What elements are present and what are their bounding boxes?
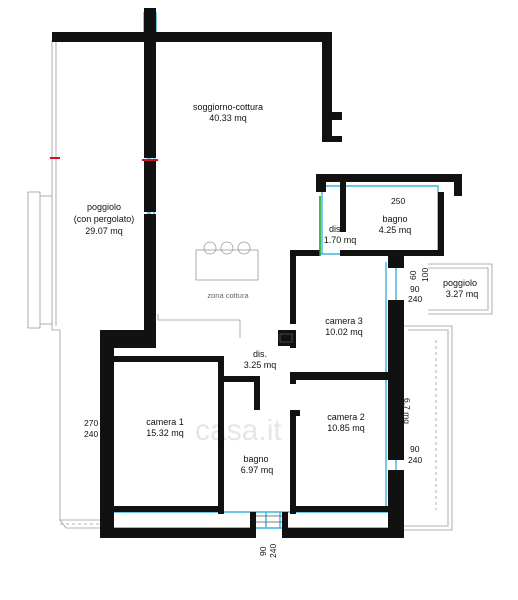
dim-60: 60 <box>408 270 418 280</box>
dim-100: 100 <box>420 268 430 282</box>
room-dis-main-name: dis. <box>253 349 267 359</box>
dim-240-east-bottom: 240 <box>408 455 422 465</box>
room-dis-main-area: 3.25 mq <box>244 360 277 370</box>
dim-90-east-top: 90 <box>410 284 420 294</box>
room-bagno-top-name: bagno <box>382 214 407 224</box>
dim-90-bottom: 90 <box>258 546 268 556</box>
room-dis-small-area: 1.70 mq <box>324 235 357 245</box>
watermark: casa.it <box>195 414 282 447</box>
kitchen-island <box>157 241 259 338</box>
room-poggiolo-west-name: poggiolo <box>87 202 121 212</box>
room-camera2-area: 10.85 mq <box>327 423 365 433</box>
terrace-outlines <box>27 40 493 531</box>
room-soggiorno-area: 40.33 mq <box>209 113 247 123</box>
walls <box>52 8 462 538</box>
dim-240-bottom: 240 <box>268 544 278 558</box>
room-poggiolo-east-name: poggiolo <box>443 278 477 288</box>
dim-90-east-bottom: 90 <box>410 444 420 454</box>
dimension-labels: 250 60 100 90 240 270 240 90 240 90 240 … <box>84 196 430 558</box>
dim-250: 250 <box>391 196 405 206</box>
room-camera3-name: camera 3 <box>325 316 363 326</box>
dim-240-east-top: 240 <box>408 294 422 304</box>
zone-cottura-label: zona cottura <box>207 291 249 300</box>
dim-terrace-area: 6.7 mq <box>402 398 412 424</box>
room-dis-small-name: dis. <box>329 224 343 234</box>
room-bagno-bottom-name: bagno <box>243 454 268 464</box>
door-marks <box>256 333 293 523</box>
room-camera2-name: camera 2 <box>327 412 365 422</box>
dim-270: 270 <box>84 418 98 428</box>
room-bagno-bottom-area: 6.97 mq <box>241 465 274 475</box>
room-poggiolo-west-sub: (con pergolato) <box>74 214 135 224</box>
room-labels: soggiorno-cottura 40.33 mq poggiolo (con… <box>74 102 479 475</box>
dim-240-west: 240 <box>84 429 98 439</box>
room-camera1-name: camera 1 <box>146 417 184 427</box>
room-camera1-area: 15.32 mq <box>146 428 184 438</box>
room-soggiorno-name: soggiorno-cottura <box>193 102 263 112</box>
room-bagno-top-area: 4.25 mq <box>379 225 412 235</box>
room-poggiolo-west-area: 29.07 mq <box>85 226 123 236</box>
room-poggiolo-east-area: 3.27 mq <box>446 289 479 299</box>
room-camera3-area: 10.02 mq <box>325 327 363 337</box>
